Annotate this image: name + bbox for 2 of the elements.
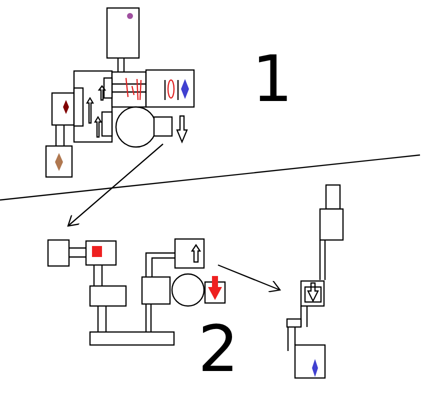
section-number: 1 — [252, 48, 293, 112]
section-number: 2 — [198, 318, 239, 382]
